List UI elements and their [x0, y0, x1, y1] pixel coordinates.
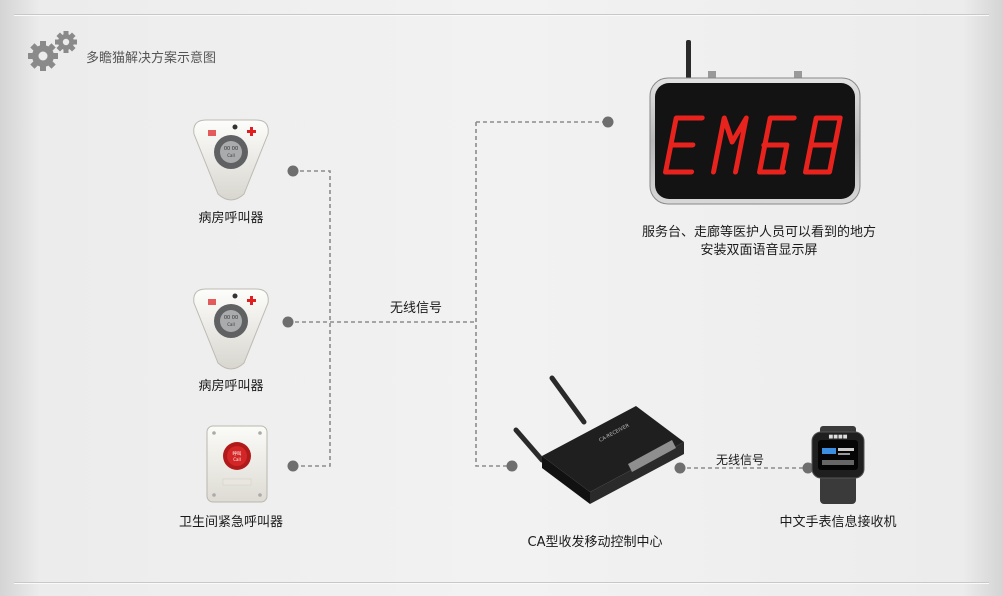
antenna — [513, 427, 545, 463]
svg-text:Call: Call — [233, 457, 240, 462]
led-display-device — [649, 40, 861, 205]
svg-text:呼叫: 呼叫 — [233, 450, 242, 457]
red-cross-icon — [247, 127, 256, 136]
gear-icon — [28, 31, 77, 71]
svg-text:00 00: 00 00 — [224, 315, 238, 321]
node-display — [602, 116, 614, 128]
svg-text:■■■■: ■■■■ — [829, 434, 848, 440]
node-watch — [802, 462, 814, 474]
red-cross-icon — [247, 296, 256, 305]
controller-label: CA型收发移动控制中心 — [527, 535, 663, 550]
svg-text:Call: Call — [227, 322, 234, 327]
watch-device: ■■■■ — [811, 426, 865, 504]
top-divider — [14, 14, 989, 15]
bathroom-caller-label: 卫生间紧急呼叫器 — [178, 515, 283, 530]
node-controller — [506, 460, 518, 472]
wireless-signal-label: 无线信号 — [389, 301, 442, 316]
svg-text:Call: Call — [227, 153, 234, 158]
ward-caller-1-device: 00 00 Call — [193, 119, 269, 201]
node-bathroom — [287, 460, 299, 472]
antenna — [549, 375, 587, 425]
watch-label: 中文手表信息接收机 — [779, 515, 897, 530]
node-controller-out — [674, 462, 686, 474]
wire-trunk — [475, 122, 512, 467]
node-caller-1 — [287, 165, 299, 177]
bottom-divider — [14, 582, 989, 583]
diagram-title: 多瞻猫解决方案示意图 — [86, 51, 217, 66]
controller-device: CA-RECEIVER — [513, 375, 684, 504]
ward-caller-2-device: 00 00 Call — [193, 288, 269, 370]
diagram-header: 多瞻猫解决方案示意图 — [24, 30, 284, 74]
bathroom-caller-device: 呼叫 Call — [206, 425, 268, 503]
watch-signal-label: 无线信号 — [715, 453, 764, 467]
wire-caller-1 — [293, 170, 331, 467]
node-caller-2 — [282, 316, 294, 328]
svg-text:00 00: 00 00 — [224, 146, 238, 152]
display-caption-line2: 安装双面语音显示屏 — [700, 243, 818, 258]
antenna — [686, 40, 691, 80]
led-readout — [663, 115, 843, 175]
display-caption-line1: 服务台、走廊等医护人员可以看到的地方 — [641, 225, 876, 240]
ward-caller-2-label: 病房呼叫器 — [198, 379, 264, 394]
ward-caller-1-label: 病房呼叫器 — [198, 211, 264, 226]
